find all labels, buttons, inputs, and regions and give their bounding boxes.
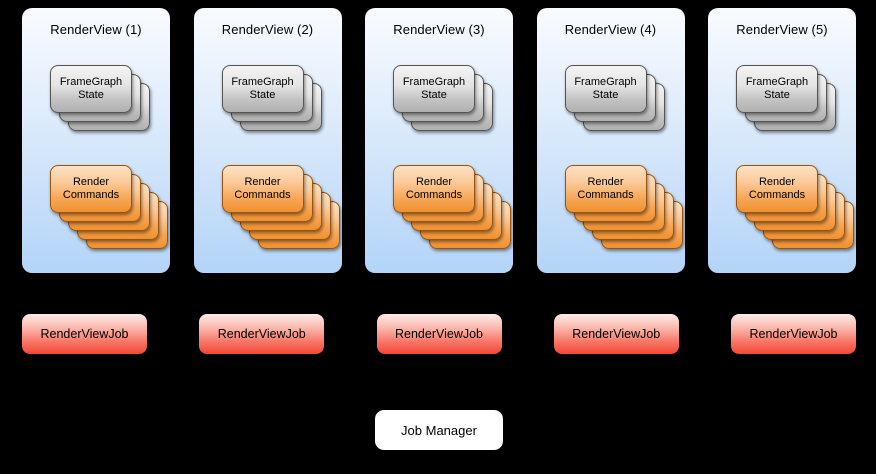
render-commands-card-front[interactable]: Render Commands — [221, 165, 304, 213]
frame-graph-state-label: FrameGraph State — [231, 76, 294, 101]
render-commands-card-front[interactable]: Render Commands — [564, 165, 647, 213]
render-view-jobs-row: RenderViewJob RenderViewJob RenderViewJo… — [22, 314, 856, 354]
render-commands-stack-4[interactable]: Render Commands — [564, 165, 683, 265]
render-view-job-button-5[interactable]: RenderViewJob — [731, 314, 856, 354]
render-commands-label: Render Commands — [748, 176, 806, 201]
render-view-panels-row: RenderView (1) FrameGraph State Render C… — [22, 8, 856, 273]
frame-graph-state-label: FrameGraph State — [745, 76, 809, 101]
render-view-title-5: RenderView (5) — [736, 22, 828, 37]
render-commands-label: Render Commands — [62, 176, 120, 201]
frame-graph-state-label: FrameGraph State — [574, 76, 637, 101]
render-view-job-button-2[interactable]: RenderViewJob — [199, 314, 325, 354]
frame-graph-state-card-front[interactable]: FrameGraph State — [564, 65, 647, 113]
render-view-panel-4[interactable]: RenderView (4) FrameGraph State Render C… — [536, 8, 685, 273]
render-commands-label: Render Commands — [577, 176, 634, 201]
render-view-panel-2[interactable]: RenderView (2) FrameGraph State Render C… — [193, 8, 342, 273]
frame-graph-state-card-front[interactable]: FrameGraph State — [50, 65, 132, 113]
render-view-title-3: RenderView (3) — [393, 22, 485, 37]
render-commands-stack-2[interactable]: Render Commands — [221, 165, 340, 265]
render-view-job-button-3[interactable]: RenderViewJob — [376, 314, 502, 354]
frame-graph-state-stack-1[interactable]: FrameGraph State — [50, 65, 160, 143]
frame-graph-state-label: FrameGraph State — [402, 76, 466, 101]
render-view-panel-1[interactable]: RenderView (1) FrameGraph State Render C… — [22, 8, 170, 273]
render-view-title-1: RenderView (1) — [50, 22, 142, 37]
frame-graph-state-stack-2[interactable]: FrameGraph State — [221, 65, 332, 143]
render-view-title-4: RenderView (4) — [564, 22, 657, 37]
render-commands-stack-1[interactable]: Render Commands — [50, 165, 168, 265]
frame-graph-state-stack-5[interactable]: FrameGraph State — [736, 65, 846, 143]
render-view-job-button-4[interactable]: RenderViewJob — [553, 314, 679, 354]
render-view-panel-5[interactable]: RenderView (5) FrameGraph State Render C… — [708, 8, 856, 273]
job-manager-box[interactable]: Job Manager — [375, 410, 503, 450]
render-view-job-button-1[interactable]: RenderViewJob — [22, 314, 147, 354]
render-commands-card-front[interactable]: Render Commands — [50, 165, 132, 213]
render-commands-card-front[interactable]: Render Commands — [393, 165, 475, 213]
frame-graph-state-stack-3[interactable]: FrameGraph State — [393, 65, 503, 143]
frame-graph-state-card-front[interactable]: FrameGraph State — [221, 65, 304, 113]
render-commands-stack-3[interactable]: Render Commands — [393, 165, 511, 265]
render-commands-label: Render Commands — [405, 176, 463, 201]
render-commands-label: Render Commands — [234, 176, 291, 201]
render-view-title-2: RenderView (2) — [221, 22, 314, 37]
frame-graph-state-stack-4[interactable]: FrameGraph State — [564, 65, 675, 143]
frame-graph-state-card-front[interactable]: FrameGraph State — [736, 65, 818, 113]
render-view-panel-3[interactable]: RenderView (3) FrameGraph State Render C… — [365, 8, 513, 273]
render-commands-stack-5[interactable]: Render Commands — [736, 165, 854, 265]
frame-graph-state-label: FrameGraph State — [59, 76, 123, 101]
frame-graph-state-card-front[interactable]: FrameGraph State — [393, 65, 475, 113]
render-commands-card-front[interactable]: Render Commands — [736, 165, 818, 213]
